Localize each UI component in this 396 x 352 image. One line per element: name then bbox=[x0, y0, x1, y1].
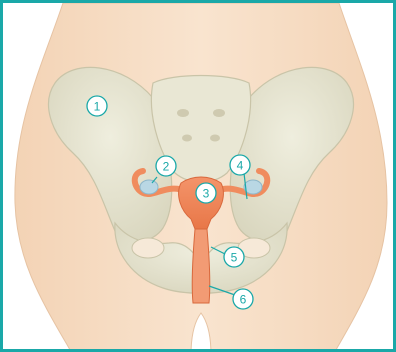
cervix-vagina bbox=[192, 229, 210, 303]
marker-6: 6 bbox=[233, 289, 253, 309]
marker-5: 5 bbox=[224, 247, 244, 267]
marker-3: 3 bbox=[196, 183, 216, 203]
marker-1: 1 bbox=[87, 96, 107, 116]
obturator-foramen-left bbox=[132, 238, 164, 258]
sacral-foramen bbox=[177, 109, 189, 117]
svg-text:2: 2 bbox=[163, 160, 170, 174]
marker-4: 4 bbox=[230, 155, 250, 175]
svg-text:1: 1 bbox=[94, 100, 101, 114]
ovary-left bbox=[140, 180, 158, 194]
svg-text:3: 3 bbox=[203, 187, 210, 201]
sacral-foramen bbox=[213, 109, 225, 117]
sacral-foramen bbox=[182, 135, 192, 142]
svg-text:5: 5 bbox=[231, 251, 238, 265]
svg-text:4: 4 bbox=[237, 159, 244, 173]
svg-text:6: 6 bbox=[240, 293, 247, 307]
marker-2: 2 bbox=[156, 156, 176, 176]
sacral-foramen bbox=[210, 135, 220, 142]
pelvis-diagram: 1 2 3 4 5 6 bbox=[3, 3, 396, 352]
